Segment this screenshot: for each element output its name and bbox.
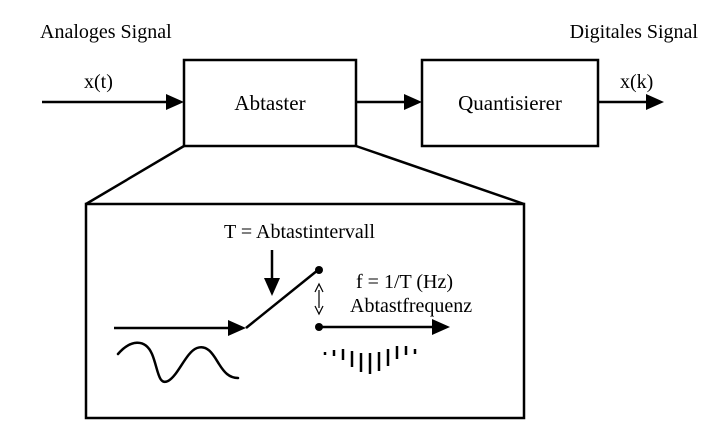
input-variable-label: x(t) (84, 71, 113, 93)
output-signal-label: Digitales Signal (570, 21, 699, 43)
sampler-detail-box (84, 202, 526, 420)
sampler-block-label: Abtaster (234, 91, 305, 115)
switch-top-contact (315, 266, 323, 274)
interval-arrow (264, 250, 280, 296)
switch-lever (245, 269, 319, 329)
zoom-line-right (355, 144, 525, 206)
input-arrow (42, 94, 184, 110)
switch-double-arrow (314, 282, 324, 316)
switch-output-arrow (319, 319, 450, 335)
switch-input-arrow (114, 320, 246, 336)
sampling-interval-label: T = Abtastintervall (224, 221, 375, 243)
output-variable-label: x(k) (620, 71, 653, 93)
quantizer-block (420, 58, 600, 148)
input-signal-label: Analoges Signal (40, 21, 172, 43)
quantizer-block-label: Quantisierer (458, 91, 562, 115)
zoom-line-left (85, 144, 185, 206)
analog-wave (116, 341, 240, 384)
sampling-frequency-formula: f = 1/T (Hz) (356, 271, 453, 293)
output-arrow (598, 94, 664, 110)
sampler-to-quantizer-arrow (356, 94, 422, 110)
sampled-signal (323, 346, 417, 374)
sampling-frequency-name: Abtastfrequenz (350, 295, 472, 317)
